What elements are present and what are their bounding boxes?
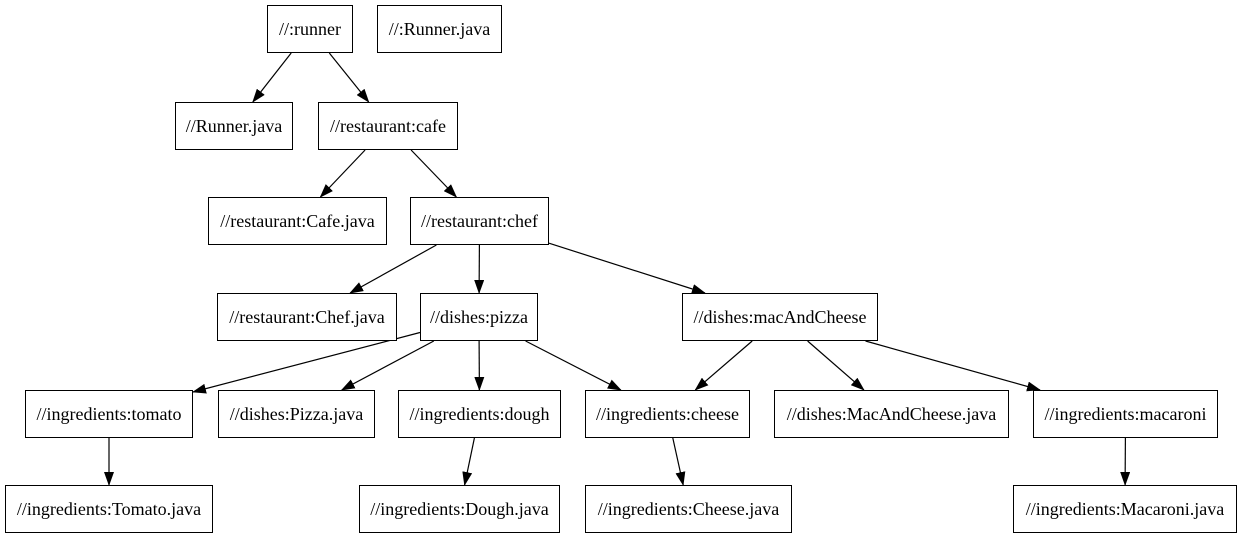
graph-node-cheese_java: //ingredients:Cheese.java bbox=[585, 485, 792, 533]
graph-node-tomato_java: //ingredients:Tomato.java bbox=[5, 485, 213, 533]
graph-node-label: //restaurant:Cafe.java bbox=[220, 211, 375, 231]
graph-node-pizza: //dishes:pizza bbox=[420, 293, 538, 341]
graph-node-pizza_java: //dishes:Pizza.java bbox=[218, 390, 375, 438]
graph-node-chef: //restaurant:chef bbox=[410, 197, 549, 245]
graph-node-label: //:Runner.java bbox=[388, 19, 491, 39]
graph-node-label: //:runner bbox=[279, 19, 341, 39]
graph-node-label: //ingredients:macaroni bbox=[1044, 404, 1207, 424]
graph-node-label: //Runner.java bbox=[185, 116, 283, 136]
graph-node-label: //ingredients:Cheese.java bbox=[597, 499, 780, 519]
graph-node-dough: //ingredients:dough bbox=[398, 390, 561, 438]
graph-node-label: //dishes:macAndCheese bbox=[693, 307, 867, 327]
graph-edge-dough-to-dough_java bbox=[462, 437, 475, 486]
graph-node-label: //ingredients:tomato bbox=[36, 404, 182, 424]
graph-node-mac_java: //dishes:MacAndCheese.java bbox=[774, 390, 1009, 438]
graph-edge-pizza-to-cheese bbox=[525, 340, 622, 391]
graph-node-label: //ingredients:Macaroni.java bbox=[1025, 499, 1225, 519]
graph-edge-mac-to-mac_java bbox=[807, 340, 865, 391]
graph-edge-runner-to-cafe bbox=[328, 52, 370, 103]
graph-node-label: //ingredients:Dough.java bbox=[370, 499, 549, 519]
graph-node-label: //restaurant:cafe bbox=[330, 116, 446, 136]
graph-edge-chef-to-chef_java bbox=[349, 244, 437, 294]
graph-node-cafe: //restaurant:cafe bbox=[318, 102, 458, 150]
graph-node-macaroni: //ingredients:macaroni bbox=[1033, 390, 1218, 438]
graph-node-label: //restaurant:Chef.java bbox=[229, 307, 385, 327]
graph-node-runner_java_top: //:Runner.java bbox=[377, 5, 502, 53]
graph-node-label: //ingredients:dough bbox=[409, 404, 550, 424]
graph-edge-cafe-to-cafe_java bbox=[319, 149, 366, 198]
graph-node-runner: //:runner bbox=[267, 5, 353, 53]
graph-node-label: //dishes:pizza bbox=[430, 307, 528, 327]
graph-node-label: //ingredients:Tomato.java bbox=[16, 499, 202, 519]
graph-node-label: //dishes:Pizza.java bbox=[229, 404, 364, 424]
graph-node-label: //ingredients:cheese bbox=[596, 404, 739, 424]
graph-node-tomato: //ingredients:tomato bbox=[25, 390, 193, 438]
graph-node-cheese: //ingredients:cheese bbox=[585, 390, 750, 438]
graph-edge-pizza-to-tomato bbox=[192, 331, 421, 394]
graph-edge-cheese-to-cheese_java bbox=[672, 437, 686, 486]
graph-edge-cafe-to-chef bbox=[410, 149, 458, 198]
graph-edge-chef-to-mac bbox=[548, 242, 706, 294]
graph-edge-mac-to-macaroni bbox=[865, 340, 1041, 392]
graph-node-dough_java: //ingredients:Dough.java bbox=[359, 485, 560, 533]
graph-edge-mac-to-cheese bbox=[694, 340, 753, 391]
graph-node-runner_java: //Runner.java bbox=[175, 102, 293, 150]
graph-node-mac: //dishes:macAndCheese bbox=[682, 293, 878, 341]
graph-edge-pizza-to-pizza_java bbox=[340, 340, 435, 391]
graph-node-label: //restaurant:chef bbox=[421, 211, 538, 231]
graph-node-label: //dishes:MacAndCheese.java bbox=[786, 404, 997, 424]
graph-node-cafe_java: //restaurant:Cafe.java bbox=[208, 197, 387, 245]
graph-node-chef_java: //restaurant:Chef.java bbox=[217, 293, 397, 341]
graph-node-macaroni_java: //ingredients:Macaroni.java bbox=[1013, 485, 1237, 533]
graph-edge-runner-to-runner_java bbox=[252, 52, 292, 103]
